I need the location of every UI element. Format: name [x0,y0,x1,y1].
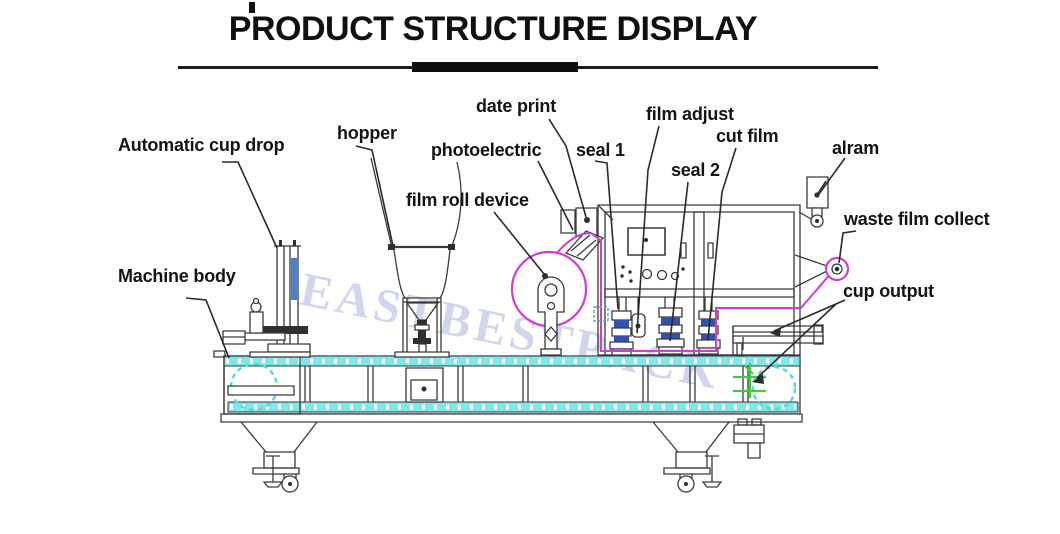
label-seal-2: seal 2 [671,160,720,180]
label-waste-film-collect: waste film collect [844,209,990,229]
top-edge-mark [249,2,255,13]
alarm-device [799,177,828,227]
under-body-bracket [734,419,764,458]
hopper-drawing [371,158,461,357]
label-date-print: date print [476,96,557,116]
title-block: PRODUCT STRUCTURE DISPLAY [0,10,986,49]
label-machine-body: Machine body [118,266,236,286]
cup-output-green-path [733,363,766,398]
seal-2-station [657,297,684,354]
waste-film-roll [795,255,848,287]
label-automatic-cup-drop: Automatic cup drop [118,135,285,155]
machine-body-drawing [214,351,802,422]
title-underline-thick [412,62,578,72]
label-seal-1: seal 1 [576,140,625,160]
leader-lines [186,119,856,384]
label-film-adjust: film adjust [646,104,734,124]
left-leg [241,422,317,492]
label-film-roll-device: film roll device [406,190,529,210]
film-roll-device-drawing [512,252,586,355]
right-leg [653,422,729,492]
label-alram: alram [832,138,880,158]
control-buttons [620,265,685,283]
filler-station [406,368,443,402]
film-path [556,233,832,351]
seal-frame [598,205,800,355]
page-title: PRODUCT STRUCTURE DISPLAY [228,10,758,48]
label-cut-film: cut film [716,126,779,146]
label-photoelectric: photoelectric [431,140,542,160]
cup-drop-tower [223,240,310,357]
label-hopper: hopper [337,123,397,143]
body-posts [305,366,748,402]
label-cup-output: cup output [843,281,934,301]
